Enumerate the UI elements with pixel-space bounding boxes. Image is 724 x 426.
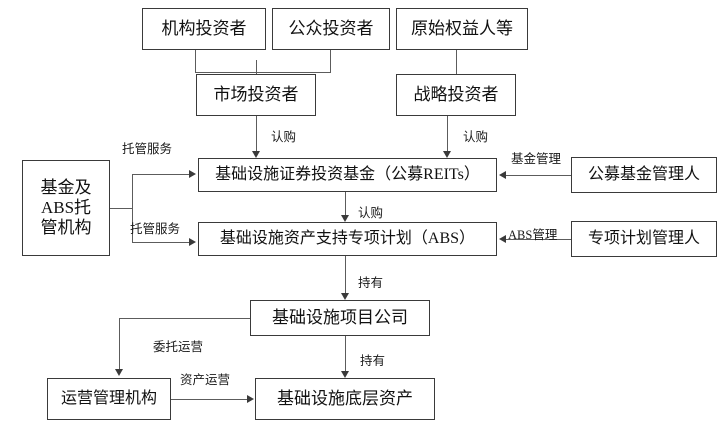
- edge-label-asset-operation: 资产运营: [180, 373, 231, 387]
- edge-abs-to-project-company: [345, 256, 346, 294]
- node-label: 基础设施资产支持专项计划（ABS）: [219, 229, 476, 247]
- edge-project-company-to-operation-h: [119, 318, 251, 319]
- edge-label-hold-project: 持有: [358, 276, 384, 290]
- edge-reits-to-abs: [345, 192, 346, 216]
- edge-custodian-riser: [132, 174, 133, 242]
- edge-strategic-investor-to-reits: [447, 116, 448, 152]
- arrowhead-custodian-to-reits: [189, 170, 196, 178]
- node-label: 战略投资者: [413, 84, 499, 104]
- edge-project-company-to-operation-v: [119, 318, 120, 370]
- node-institutional-investor[interactable]: 机构投资者: [142, 8, 266, 50]
- edge-custodian-to-abs: [132, 242, 190, 243]
- node-label-line-2: ABS托: [40, 197, 92, 217]
- edge-operation-to-asset: [171, 399, 248, 400]
- node-label-line-1: 基金及: [40, 177, 92, 197]
- arrowhead-abs-manager-to-abs: [499, 235, 506, 243]
- node-label: 原始权益人等: [411, 18, 513, 38]
- arrowhead-reits-to-abs: [341, 215, 349, 222]
- edge-label-subscribe-market: 认购: [271, 130, 297, 144]
- node-strategic-investor[interactable]: 战略投资者: [396, 74, 516, 116]
- arrowhead-custodian-to-abs: [189, 238, 196, 246]
- edge-label-abs-management: ABS管理: [508, 228, 558, 242]
- edge-bracket-to-market-investor: [256, 60, 257, 74]
- node-label: 运营管理机构: [60, 389, 157, 407]
- edge-abs-manager-to-abs: [506, 239, 571, 240]
- node-abs-plan[interactable]: 基础设施资产支持专项计划（ABS）: [198, 222, 497, 256]
- node-original-owner[interactable]: 原始权益人等: [396, 8, 528, 50]
- arrowhead-strategic-investor-to-reits: [443, 151, 451, 158]
- node-label: 公募基金管理人: [587, 165, 700, 183]
- edge-fund-manager-to-reits: [506, 175, 571, 176]
- node-label: 机构投资者: [161, 18, 247, 38]
- node-abs-manager[interactable]: 专项计划管理人: [571, 221, 717, 257]
- node-label-line-3: 管机构: [40, 218, 92, 238]
- node-label: 市场投资者: [213, 84, 299, 104]
- edge-public-to-bracket: [330, 50, 331, 72]
- edge-label-subscribe-strategic: 认购: [463, 130, 489, 144]
- edge-custodian-stub: [110, 208, 132, 209]
- node-label: 基础设施底层资产: [277, 388, 413, 408]
- arrowhead-project-company-to-asset: [341, 371, 349, 378]
- edge-label-custody-reits: 托管服务: [122, 142, 173, 156]
- node-project-company[interactable]: 基础设施项目公司: [250, 300, 430, 336]
- node-label: 基础设施证券投资基金（公募REITs）: [215, 165, 480, 183]
- edge-original-owner-to-strategic: [456, 50, 457, 74]
- node-market-investor[interactable]: 市场投资者: [196, 74, 316, 116]
- arrowhead-abs-to-project-company: [341, 293, 349, 300]
- node-public-investor[interactable]: 公众投资者: [272, 8, 390, 50]
- arrowhead-project-company-to-operation: [115, 369, 123, 376]
- node-label: 专项计划管理人: [587, 229, 700, 247]
- edge-project-company-to-asset: [345, 336, 346, 372]
- node-custodian[interactable]: 基金及 ABS托 管机构: [22, 160, 110, 256]
- edge-label-subscribe-abs: 认购: [358, 206, 384, 220]
- edge-label-custody-abs: 托管服务: [130, 222, 181, 236]
- node-public-reits[interactable]: 基础设施证券投资基金（公募REITs）: [198, 158, 497, 192]
- node-label: 公众投资者: [288, 18, 374, 38]
- node-fund-manager[interactable]: 公募基金管理人: [571, 157, 717, 193]
- edge-market-investor-to-reits: [256, 116, 257, 152]
- edge-label-entrust-operation: 委托运营: [153, 340, 204, 354]
- arrowhead-market-investor-to-reits: [252, 151, 260, 158]
- edge-institutional-to-bracket: [195, 50, 196, 72]
- edge-custodian-to-reits: [132, 174, 190, 175]
- node-label: 基础设施项目公司: [272, 307, 408, 327]
- node-underlying-asset[interactable]: 基础设施底层资产: [255, 378, 435, 420]
- arrowhead-operation-to-asset: [247, 395, 254, 403]
- node-operation-institution[interactable]: 运营管理机构: [47, 378, 171, 420]
- edge-label-hold-asset: 持有: [360, 354, 386, 368]
- edge-investor-bracket: [195, 72, 331, 73]
- edge-label-fund-management: 基金管理: [511, 152, 562, 166]
- arrowhead-fund-manager-to-reits: [499, 171, 506, 179]
